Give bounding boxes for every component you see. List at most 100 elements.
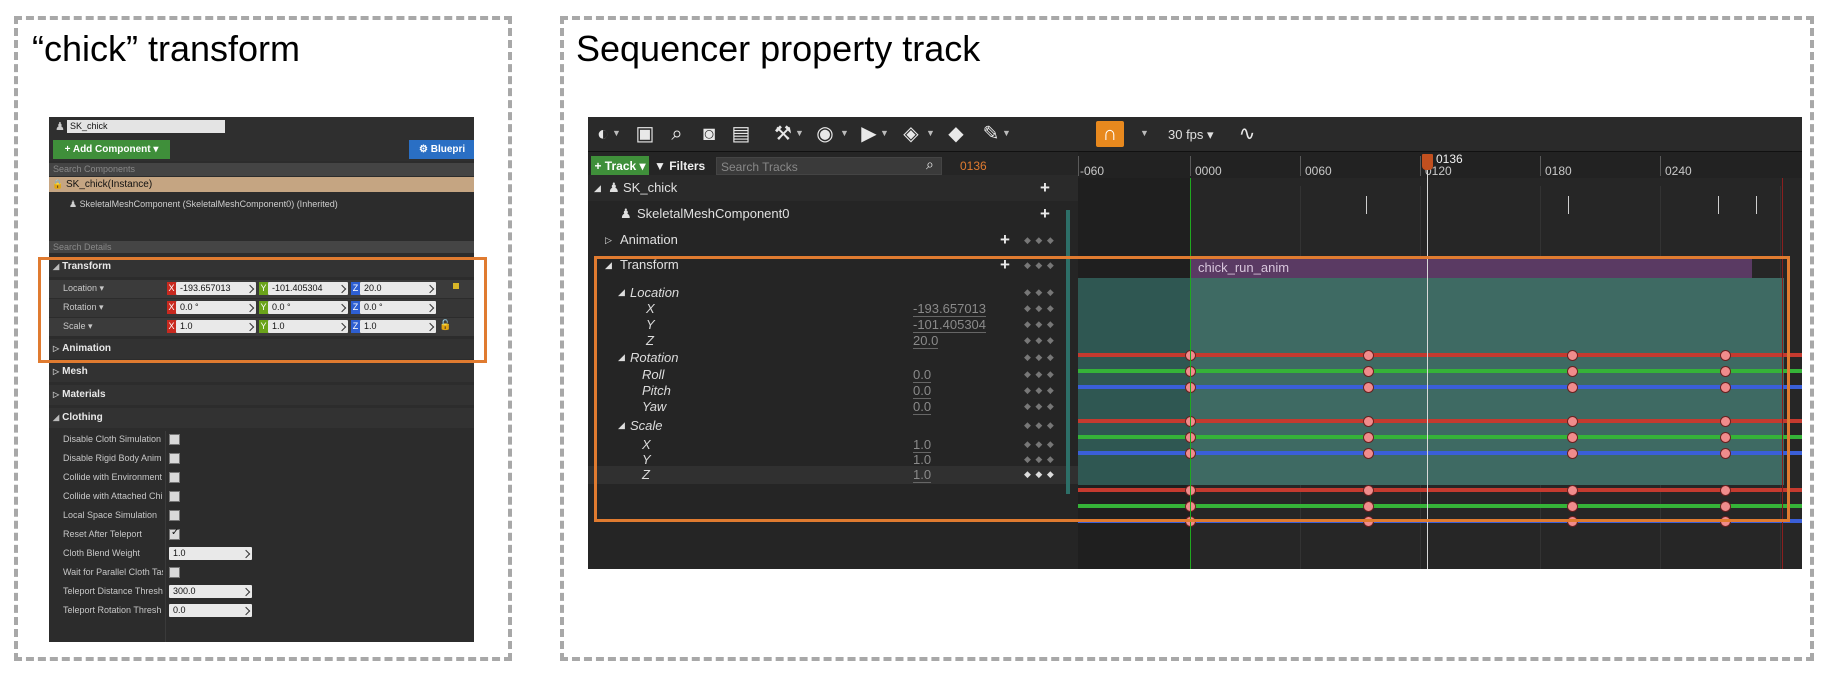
keyframe-marker[interactable] <box>1363 366 1374 377</box>
location-x-field[interactable]: -193.657013 <box>176 282 256 295</box>
keyframe-marker[interactable] <box>1567 416 1578 427</box>
keyframe-nav[interactable]: ◆ ◆ ◆ <box>1024 439 1055 449</box>
keyframe-nav[interactable]: ◆ ◆ ◆ <box>1024 369 1055 379</box>
keyframe-marker[interactable] <box>1720 350 1731 361</box>
chevron-down-icon[interactable]: ▼ <box>926 128 935 138</box>
actor-name-field[interactable]: SK_chick <box>67 120 225 133</box>
materials-category[interactable]: ▷Materials <box>49 385 474 405</box>
keyframe-nav[interactable]: ◆ ◆ ◆ <box>1024 319 1055 329</box>
keyframe-marker[interactable] <box>1363 501 1374 512</box>
location-label[interactable]: Location ▾ <box>63 283 105 293</box>
time-ruler[interactable] <box>1078 152 1802 178</box>
keyframe-marker[interactable] <box>1363 350 1374 361</box>
tag-icon[interactable]: ◆ <box>948 123 964 145</box>
scale-z-value[interactable]: 1.0 <box>913 467 932 483</box>
keyframe-marker[interactable] <box>1567 501 1578 512</box>
camera-icon[interactable]: ◙ <box>702 123 716 145</box>
keyframe-marker[interactable] <box>1363 448 1374 459</box>
location-y-field[interactable]: -101.405304 <box>268 282 348 295</box>
search-details-input[interactable]: Search Details <box>49 241 474 253</box>
keyframe-nav[interactable]: ◆ ◆ ◆ <box>1024 420 1055 430</box>
add-icon[interactable]: + <box>1000 255 1010 274</box>
transform-category[interactable]: ◢Transform <box>49 257 474 277</box>
track-row-transform[interactable]: ◢ Transform + ◆ ◆ ◆ <box>588 252 1078 278</box>
keyframe-nav[interactable]: ◆ ◆ ◆ <box>1024 469 1055 479</box>
chevron-down-icon[interactable]: ▼ <box>795 128 804 138</box>
track-row-component[interactable]: ♟ SkeletalMeshComponent0 + <box>588 201 1078 227</box>
keyframe-marker[interactable] <box>1567 448 1578 459</box>
chevron-down-icon[interactable]: ▼ <box>880 128 889 138</box>
add-icon[interactable]: + <box>1000 230 1010 249</box>
track-row-actor[interactable]: ◢ ♟ SK_chick + <box>588 175 1078 201</box>
add-component-button[interactable]: + Add Component ▾ <box>53 140 170 159</box>
eye-icon[interactable]: ◉ <box>816 123 834 145</box>
mesh-component-row[interactable]: ♟ SkeletalMeshComponent (SkeletalMeshCom… <box>49 199 474 213</box>
snap-magnet-icon[interactable]: ∩ <box>1096 121 1124 147</box>
location-group-label[interactable]: Location <box>630 285 680 300</box>
keyframe-marker[interactable] <box>1363 432 1374 443</box>
disable-rigid-body-checkbox[interactable] <box>169 453 180 464</box>
playhead-handle[interactable] <box>1422 154 1433 170</box>
chevron-down-icon[interactable]: ▼ <box>612 128 621 138</box>
filters-button[interactable]: ▼ Filters ▾ <box>654 159 706 193</box>
curve-editor-icon[interactable]: ∿ <box>1238 123 1256 145</box>
keyframe-nav[interactable]: ◆ ◆ ◆ <box>1024 385 1055 395</box>
roll-value[interactable]: 0.0 <box>913 367 932 383</box>
cloth-blend-weight-field[interactable]: 1.0 <box>169 547 252 560</box>
rotation-y-field[interactable]: 0.0 ° <box>268 301 348 314</box>
scale-x-value[interactable]: 1.0 <box>913 437 932 453</box>
keyframe-nav[interactable]: ◆ ◆ ◆ <box>1024 287 1055 297</box>
keyframe-nav[interactable]: ◆ ◆ ◆ <box>1024 454 1055 464</box>
track-button[interactable]: + Track ▾ <box>591 156 649 176</box>
chevron-down-icon[interactable]: ▼ <box>1002 128 1011 138</box>
keyframe-marker[interactable] <box>1720 501 1731 512</box>
track-row-animation[interactable]: ▷ Animation + ◆ ◆ ◆ <box>588 227 1078 253</box>
keyframe-nav[interactable]: ◆ ◆ ◆ <box>1024 352 1055 362</box>
keyframe-nav[interactable]: ◆ ◆ ◆ <box>1024 335 1055 345</box>
pencil-icon[interactable]: ✎ <box>982 123 1000 145</box>
yaw-value[interactable]: 0.0 <box>913 399 932 415</box>
wait-parallel-cloth-checkbox[interactable] <box>169 567 180 578</box>
mesh-category[interactable]: ▷Mesh <box>49 362 474 382</box>
location-z-value[interactable]: 20.0 <box>913 333 939 349</box>
instance-row[interactable]: 🔒 SK_chick(Instance) <box>49 177 474 192</box>
keyframe-marker[interactable] <box>1720 432 1731 443</box>
keyframe-marker[interactable] <box>1720 416 1731 427</box>
pitch-value[interactable]: 0.0 <box>913 383 932 399</box>
keyframe-nav[interactable]: ◆ ◆ ◆ <box>1024 260 1055 270</box>
keyframe-nav[interactable]: ◆ ◆ ◆ <box>1024 401 1055 411</box>
keyframe-marker[interactable] <box>1720 485 1731 496</box>
local-space-sim-checkbox[interactable] <box>169 510 180 521</box>
keyframe-marker[interactable] <box>1567 485 1578 496</box>
keyframe-marker[interactable] <box>1567 432 1578 443</box>
keyframe-marker[interactable] <box>1720 382 1731 393</box>
clapper-icon[interactable]: ▤ <box>731 123 751 145</box>
location-x-value[interactable]: -193.657013 <box>913 301 987 317</box>
play-icon[interactable]: ▶ <box>861 123 877 145</box>
wrench-icon[interactable]: ⚒ <box>774 123 792 145</box>
keyframe-marker[interactable] <box>1567 366 1578 377</box>
keyframe-marker[interactable] <box>1720 448 1731 459</box>
add-icon[interactable]: + <box>1040 178 1050 197</box>
animation-category[interactable]: ▷Animation <box>49 339 474 359</box>
location-y-value[interactable]: -101.405304 <box>913 317 987 333</box>
rotation-x-field[interactable]: 0.0 ° <box>176 301 256 314</box>
save-icon[interactable]: ▣ <box>635 123 655 145</box>
world-icon[interactable]: ◐ <box>596 123 610 145</box>
keyframe-nav[interactable]: ◆ ◆ ◆ <box>1024 303 1055 313</box>
scale-z-field[interactable]: 1.0 <box>360 320 436 333</box>
rotation-label[interactable]: Rotation ▾ <box>63 302 104 312</box>
disable-cloth-sim-checkbox[interactable] <box>169 434 180 445</box>
blueprint-button[interactable]: ⚙ Bluepri <box>409 140 474 159</box>
chevron-down-icon[interactable]: ▼ <box>1140 128 1149 138</box>
keyframe-nav[interactable]: ◆ ◆ ◆ <box>1024 235 1055 245</box>
key-diamond-icon[interactable]: ◈ <box>903 123 919 145</box>
rotation-z-field[interactable]: 0.0 ° <box>360 301 436 314</box>
fps-selector[interactable]: 30 fps ▾ <box>1168 127 1214 142</box>
teleport-rotation-field[interactable]: 0.0 <box>169 604 252 617</box>
chevron-down-icon[interactable]: ▼ <box>840 128 849 138</box>
search-tracks-input[interactable]: Search Tracks <box>716 157 942 175</box>
scale-label[interactable]: Scale ▾ <box>63 321 93 331</box>
search-components-input[interactable]: Search Components <box>49 163 474 176</box>
clothing-category[interactable]: ◢Clothing <box>49 408 474 428</box>
